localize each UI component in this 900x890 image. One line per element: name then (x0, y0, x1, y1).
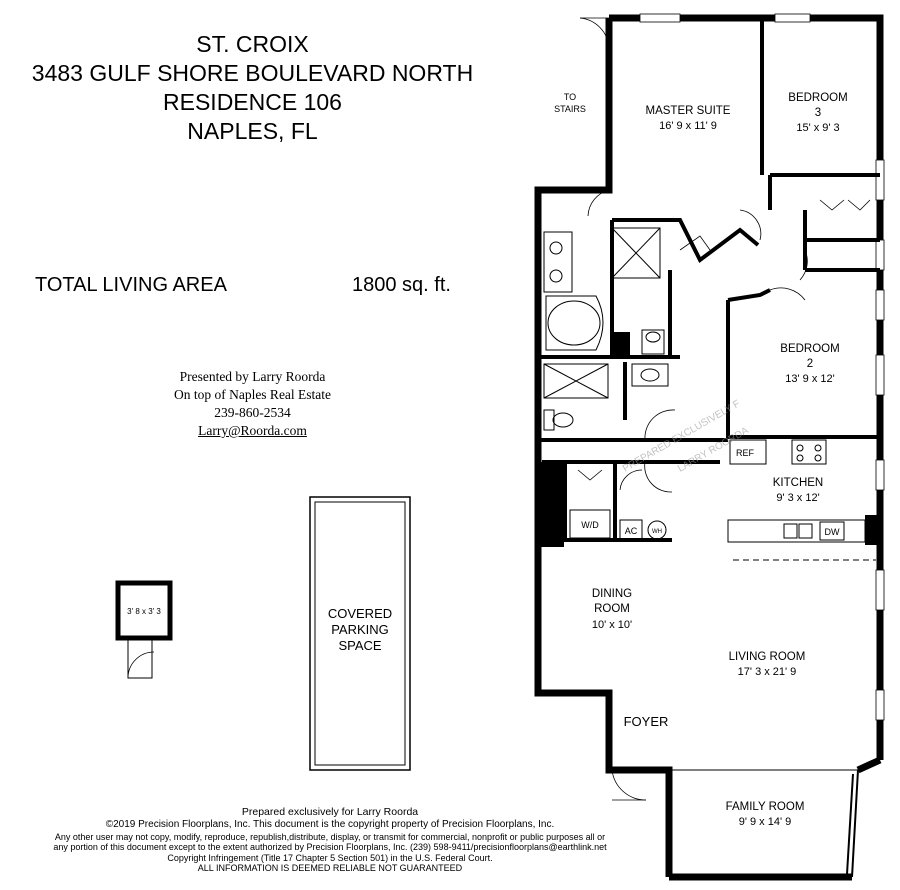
living-room-dims: 17' 3 x 21' 9 (738, 666, 797, 678)
parking-line1: COVERED (328, 606, 392, 621)
presenter-name: Presented by Larry Roorda (179, 369, 326, 384)
city-state: NAPLES, FL (187, 118, 318, 144)
foyer-name: FOYER (624, 714, 669, 729)
room-labels: TO STAIRS MASTER SUITE 16' 9 x 11' 9 BED… (554, 92, 848, 828)
wd-label: W/D (581, 520, 599, 530)
footer-prepared: Prepared exclusively for Larry Roorda (241, 806, 419, 818)
family-room-dims: 9' 9 x 14' 9 (739, 816, 792, 828)
footer-copyright: ©2019 Precision Floorplans, Inc. This do… (105, 819, 555, 830)
presenter-email-link[interactable]: Larry@Roorda.com (198, 423, 307, 438)
building-name: ST. CROIX (196, 31, 309, 57)
ref-label: REF (736, 448, 755, 458)
bedroom3-name: BEDROOM (788, 92, 847, 104)
total-area-value: 1800 sq. ft. (352, 274, 451, 296)
residence-number: RESIDENCE 106 (163, 89, 342, 115)
footer-line4: any portion of this document except to t… (53, 842, 607, 852)
dw-label: DW (825, 527, 840, 537)
ac-label: AC (625, 526, 638, 536)
storage-dims: 3' 8 x 3' 3 (127, 607, 161, 616)
footer-line5: Copyright Infringement (Title 17 Chapter… (167, 852, 493, 863)
family-room-name: FAMILY ROOM (726, 801, 805, 813)
fixture-labels: REF W/D AC WH DW (581, 448, 840, 537)
bedroom2-dims: 13' 9 x 12' (785, 373, 834, 385)
living-room-name: LIVING ROOM (729, 651, 806, 663)
kitchen-name: KITCHEN (773, 477, 823, 489)
laundry-fixtures (569, 509, 667, 541)
bathroom-fixtures (543, 227, 669, 431)
window-openings (639, 13, 885, 721)
master-suite-name: MASTER SUITE (646, 105, 731, 117)
bay-window (609, 769, 859, 878)
title-block: ST. CROIX 3483 GULF SHORE BOULEVARD NORT… (0, 30, 505, 146)
footer-line6: ALL INFORMATION IS DEEMED RELIABLE NOT G… (197, 863, 463, 873)
kitchen-fixtures (727, 439, 876, 561)
parking-line3: SPACE (338, 638, 381, 653)
bedroom2-name: BEDROOM (780, 343, 839, 355)
dining-dims: 10' x 10' (592, 619, 632, 631)
watermark: PREPARED EXCLUSIVELY F LARRY ROORDA (621, 398, 751, 474)
utility-shafts (538, 332, 880, 547)
dining-l2: ROOM (594, 603, 630, 615)
dining-l1: DINING (592, 588, 632, 600)
presenter-phone: 239-860-2534 (214, 405, 291, 420)
presenter-company: On top of Naples Real Estate (173, 387, 332, 402)
covered-parking: COVERED PARKING SPACE (309, 496, 411, 771)
street-address: 3483 GULF SHORE BOULEVARD NORTH (31, 60, 474, 86)
bedroom3-num: 3 (815, 107, 821, 119)
presenter-block: Presented by Larry Roorda On top of Napl… (120, 368, 385, 440)
storage-unit: 3' 8 x 3' 3 (115, 580, 173, 679)
kitchen-dims: 9' 3 x 12' (776, 492, 819, 504)
footer-line3: Any other user may not copy, modify, rep… (54, 831, 606, 842)
bedroom2-num: 2 (807, 358, 813, 370)
parking-line2: PARKING (331, 622, 389, 637)
copyright-footer: Prepared exclusively for Larry Roorda ©2… (20, 806, 640, 874)
to-stairs-l2: STAIRS (554, 104, 586, 114)
master-suite-dims: 16' 9 x 11' 9 (659, 120, 717, 132)
bedroom3-dims: 15' x 9' 3 (796, 122, 839, 134)
door-swings (577, 17, 871, 801)
to-stairs-l1: TO (564, 92, 576, 102)
wh-label: WH (652, 529, 662, 535)
total-area-label: TOTAL LIVING AREA (35, 274, 227, 296)
